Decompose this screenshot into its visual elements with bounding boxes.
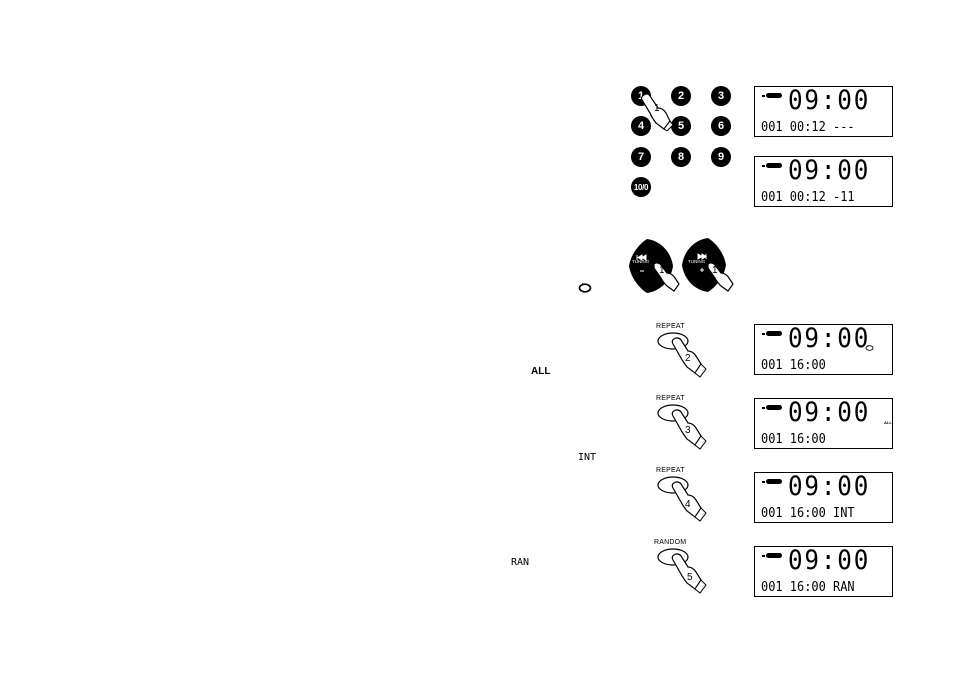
keypad-step-number: 1 (654, 103, 660, 114)
battery-bar-icon (766, 405, 782, 410)
repeat-step-number: 3 (685, 425, 691, 436)
key-7[interactable]: 7 (631, 147, 651, 167)
pressing-hand-icon (652, 262, 686, 292)
key-8[interactable]: 8 (671, 147, 691, 167)
battery-bar-icon (766, 93, 782, 98)
key-9[interactable]: 9 (711, 147, 731, 167)
tuning-step-number: 1 (659, 265, 665, 276)
key-10-0[interactable]: 10/0 (631, 177, 651, 197)
all-indicator: ALL (531, 366, 550, 377)
repeat-button-label: REPEAT (656, 395, 685, 402)
lcd-display-5: 09:00 001 16:00 INT (754, 472, 893, 523)
random-button[interactable] (656, 547, 714, 597)
tuning-up-label: TUNING (688, 259, 705, 264)
battery-bar-icon (766, 163, 782, 168)
battery-bar-icon (766, 553, 782, 558)
key-6[interactable]: 6 (711, 116, 731, 136)
repeat-step-number: 4 (685, 499, 691, 510)
lcd-display-2: 09:00 001 00:12 -11 (754, 156, 893, 207)
lcd-track-info: 001 00:12 --- (761, 120, 855, 135)
key-2[interactable]: 2 (671, 86, 691, 106)
lcd-track-info: 001 00:12 -11 (761, 190, 855, 205)
lcd-track-info: 001 16:00 RAN (761, 580, 855, 595)
lcd-clock: 09:00 (788, 397, 870, 428)
lcd-track-info: 001 16:00 (761, 432, 826, 447)
lcd-clock: 09:00 (788, 545, 870, 576)
lcd-clock: 09:00 (788, 85, 870, 116)
key-3[interactable]: 3 (711, 86, 731, 106)
tuning-step-number: 1 (712, 265, 718, 276)
lcd-display-1: 09:00 001 00:12 --- (754, 86, 893, 137)
repeat-one-icon (865, 344, 874, 351)
key-5[interactable]: 5 (671, 116, 691, 136)
lcd-track-info: 001 16:00 INT (761, 506, 855, 521)
lcd-display-3: 09:00 001 16:00 (754, 324, 893, 375)
int-indicator: INT (578, 452, 596, 463)
lcd-clock: 09:00 (788, 471, 870, 502)
lcd-track-info: 001 16:00 (761, 358, 826, 373)
lcd-clock: 09:00 (788, 155, 870, 186)
battery-bar-icon (766, 479, 782, 484)
lcd-all-indicator: ALL (884, 420, 892, 425)
random-step-number: 5 (687, 572, 693, 583)
repeat-one-icon (578, 281, 592, 293)
random-button-label: RANDOM (654, 539, 686, 546)
lcd-display-6: 09:00 001 16:00 RAN (754, 546, 893, 597)
repeat-step-number: 2 (685, 353, 691, 364)
battery-bar-icon (766, 331, 782, 336)
lcd-clock: 09:00 (788, 323, 870, 354)
repeat-button-label: REPEAT (656, 467, 685, 474)
lcd-display-4: 09:00 ALL 001 16:00 (754, 398, 893, 449)
tuning-down-label: TUNING (632, 259, 649, 264)
repeat-button-label: REPEAT (656, 323, 685, 330)
ran-indicator: RAN (511, 557, 529, 568)
